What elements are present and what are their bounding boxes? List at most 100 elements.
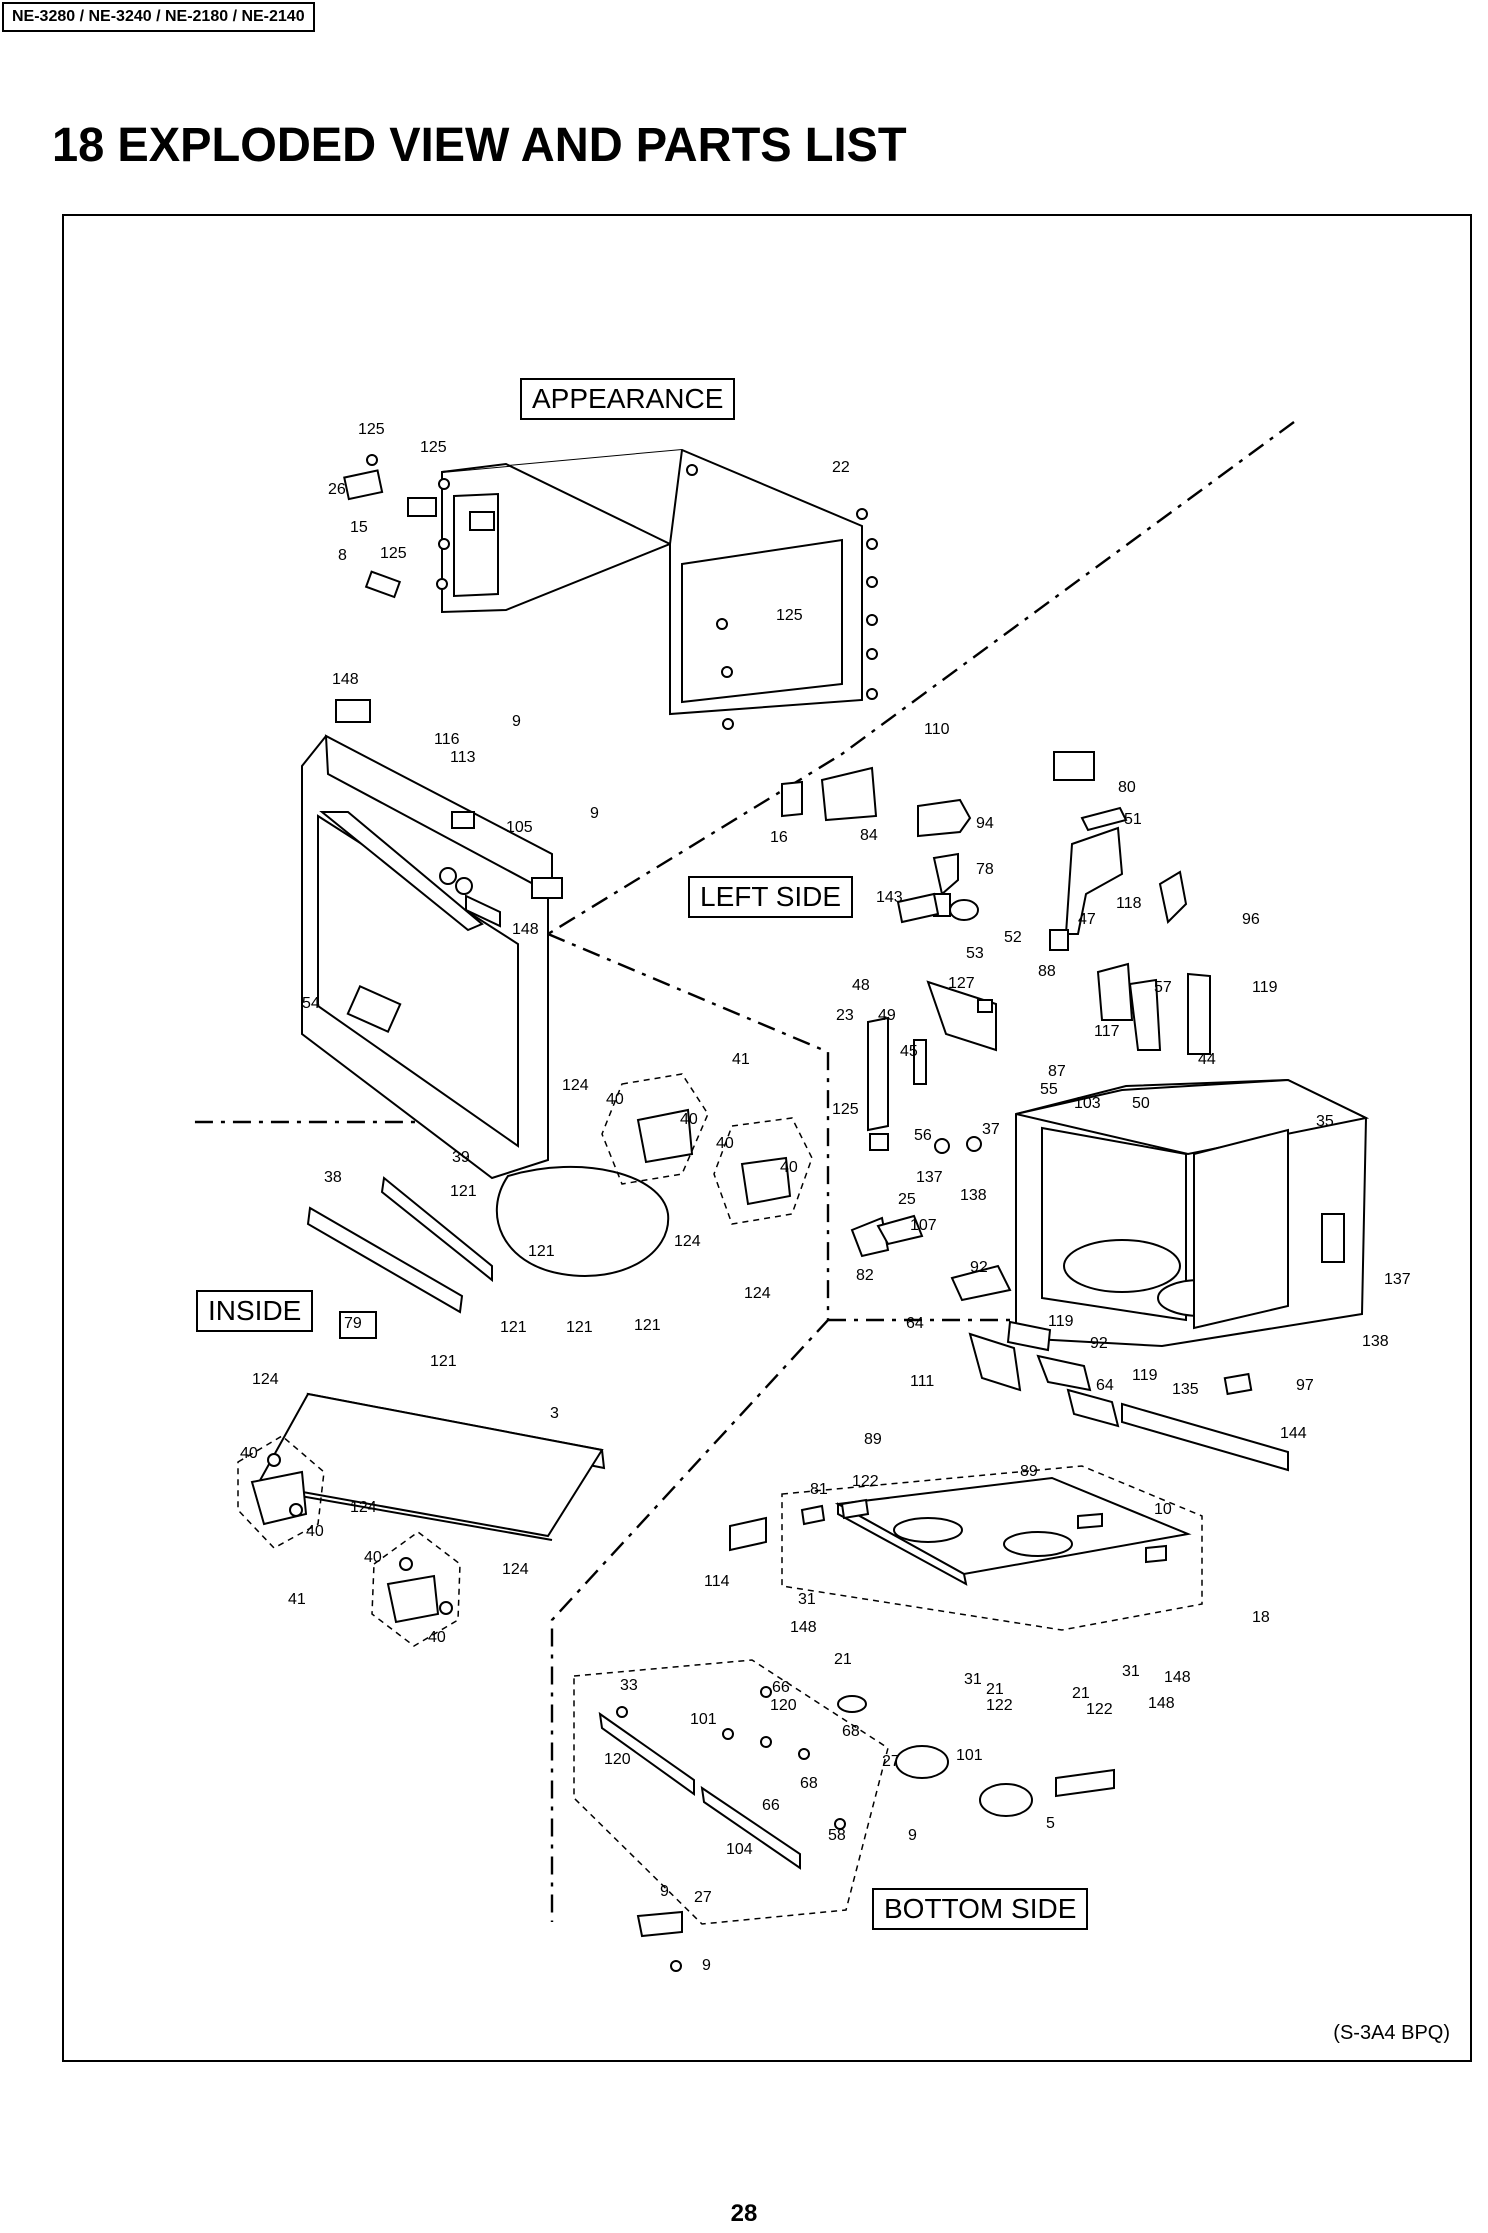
callout: 120 [770, 1697, 797, 1714]
callout: 89 [1020, 1463, 1038, 1480]
callout: 9 [908, 1827, 917, 1844]
callout: 122 [1086, 1701, 1113, 1718]
callout: 88 [1038, 963, 1056, 980]
model-numbers: NE-3280 / NE-3240 / NE-2180 / NE-2140 [2, 2, 315, 32]
callout: 107 [910, 1217, 937, 1234]
callout: 120 [604, 1751, 631, 1768]
callout: 52 [1004, 929, 1022, 946]
callout: 9 [660, 1883, 669, 1900]
callout: 92 [970, 1259, 988, 1276]
section-label-appearance: APPEARANCE [520, 378, 736, 420]
left-side-parts [781, 751, 1289, 1472]
callout: 121 [634, 1317, 661, 1334]
oven-cavity [1015, 1078, 1370, 1348]
callout: 79 [344, 1315, 362, 1332]
callout: 41 [288, 1591, 306, 1608]
callout: 121 [566, 1319, 593, 1336]
callout: 121 [528, 1243, 555, 1260]
drawing-code: (S-3A4 BPQ) [1333, 2022, 1450, 2044]
callout: 124 [674, 1233, 701, 1250]
callout: 101 [956, 1747, 983, 1764]
callout: 143 [876, 889, 903, 906]
callout: 78 [976, 861, 994, 878]
callout: 9 [590, 805, 599, 822]
callout: 82 [856, 1267, 874, 1284]
callout: 3 [550, 1405, 559, 1422]
callout: 125 [776, 607, 803, 624]
callout: 127 [948, 975, 975, 992]
callout: 137 [916, 1169, 943, 1186]
callout: 40 [306, 1523, 324, 1540]
callout: 116 [434, 731, 460, 748]
callout: 5 [1046, 1815, 1055, 1832]
exploded-view-diagram: 125 125 26 15 125 8 22 125 148 9 116 113… [190, 421, 1411, 1974]
callout: 148 [1164, 1669, 1191, 1686]
callout: 119 [1132, 1367, 1158, 1384]
section-label-bottom-side: BOTTOM SIDE [872, 1888, 1089, 1930]
callout: 125 [380, 545, 407, 562]
callout: 21 [834, 1651, 852, 1668]
callout: 55 [1040, 1081, 1058, 1098]
inside-parts [237, 1073, 813, 1647]
callout: 9 [512, 713, 521, 730]
callout: 50 [1132, 1095, 1150, 1112]
callout: 21 [1072, 1685, 1090, 1702]
callout: 94 [976, 815, 994, 832]
callout: 135 [1172, 1381, 1199, 1398]
callout: 51 [1124, 811, 1142, 828]
page-title: 18 EXPLODED VIEW AND PARTS LIST [52, 119, 907, 172]
callout: 26 [328, 481, 346, 498]
callout: 84 [860, 827, 878, 844]
callout: 27 [882, 1753, 900, 1770]
callout: 121 [430, 1353, 457, 1370]
callout: 124 [562, 1077, 589, 1094]
callout: 111 [910, 1373, 934, 1390]
callout: 125 [832, 1101, 859, 1118]
callout: 122 [852, 1473, 879, 1490]
callout: 119 [1048, 1313, 1074, 1330]
callout: 66 [762, 1797, 780, 1814]
callout: 16 [770, 829, 788, 846]
callout: 31 [1122, 1663, 1140, 1680]
callout: 81 [810, 1481, 828, 1498]
callout: 148 [790, 1619, 817, 1636]
outer-cabinet [441, 448, 863, 716]
callout: 113 [450, 749, 476, 766]
callout: 45 [900, 1043, 918, 1060]
callout: 144 [1280, 1425, 1307, 1442]
callout: 47 [1078, 911, 1096, 928]
callout: 148 [332, 671, 359, 688]
callout: 9 [702, 1957, 711, 1974]
callout: 66 [772, 1679, 790, 1696]
callout: 40 [240, 1445, 258, 1462]
callout: 31 [798, 1591, 816, 1608]
callout: 68 [800, 1775, 818, 1792]
callout: 40 [428, 1629, 446, 1646]
callout: 40 [780, 1159, 798, 1176]
callout-labels: 125 125 26 15 125 8 22 125 148 9 116 113… [240, 421, 1411, 1974]
callout: 40 [716, 1135, 734, 1152]
callout: 18 [1252, 1609, 1270, 1626]
callout: 56 [914, 1127, 932, 1144]
callout: 23 [836, 1007, 854, 1024]
callout: 121 [500, 1319, 527, 1336]
callout: 58 [828, 1827, 846, 1844]
callout: 124 [744, 1285, 771, 1302]
callout: 119 [1252, 979, 1278, 996]
callout: 114 [704, 1573, 730, 1590]
callout: 64 [1096, 1377, 1114, 1394]
callout: 110 [924, 721, 950, 738]
bottom-side-parts [573, 1465, 1203, 1972]
diagram-frame [62, 214, 1472, 2062]
callout: 121 [450, 1183, 477, 1200]
callout: 38 [324, 1169, 342, 1186]
callout: 97 [1296, 1377, 1314, 1394]
callout: 105 [506, 819, 533, 836]
callout: 40 [606, 1091, 624, 1108]
callout: 89 [864, 1431, 882, 1448]
callout: 49 [878, 1007, 896, 1024]
callout: 124 [350, 1499, 377, 1516]
callout: 15 [350, 519, 368, 536]
callout: 122 [986, 1697, 1013, 1714]
callout: 117 [1094, 1023, 1120, 1040]
